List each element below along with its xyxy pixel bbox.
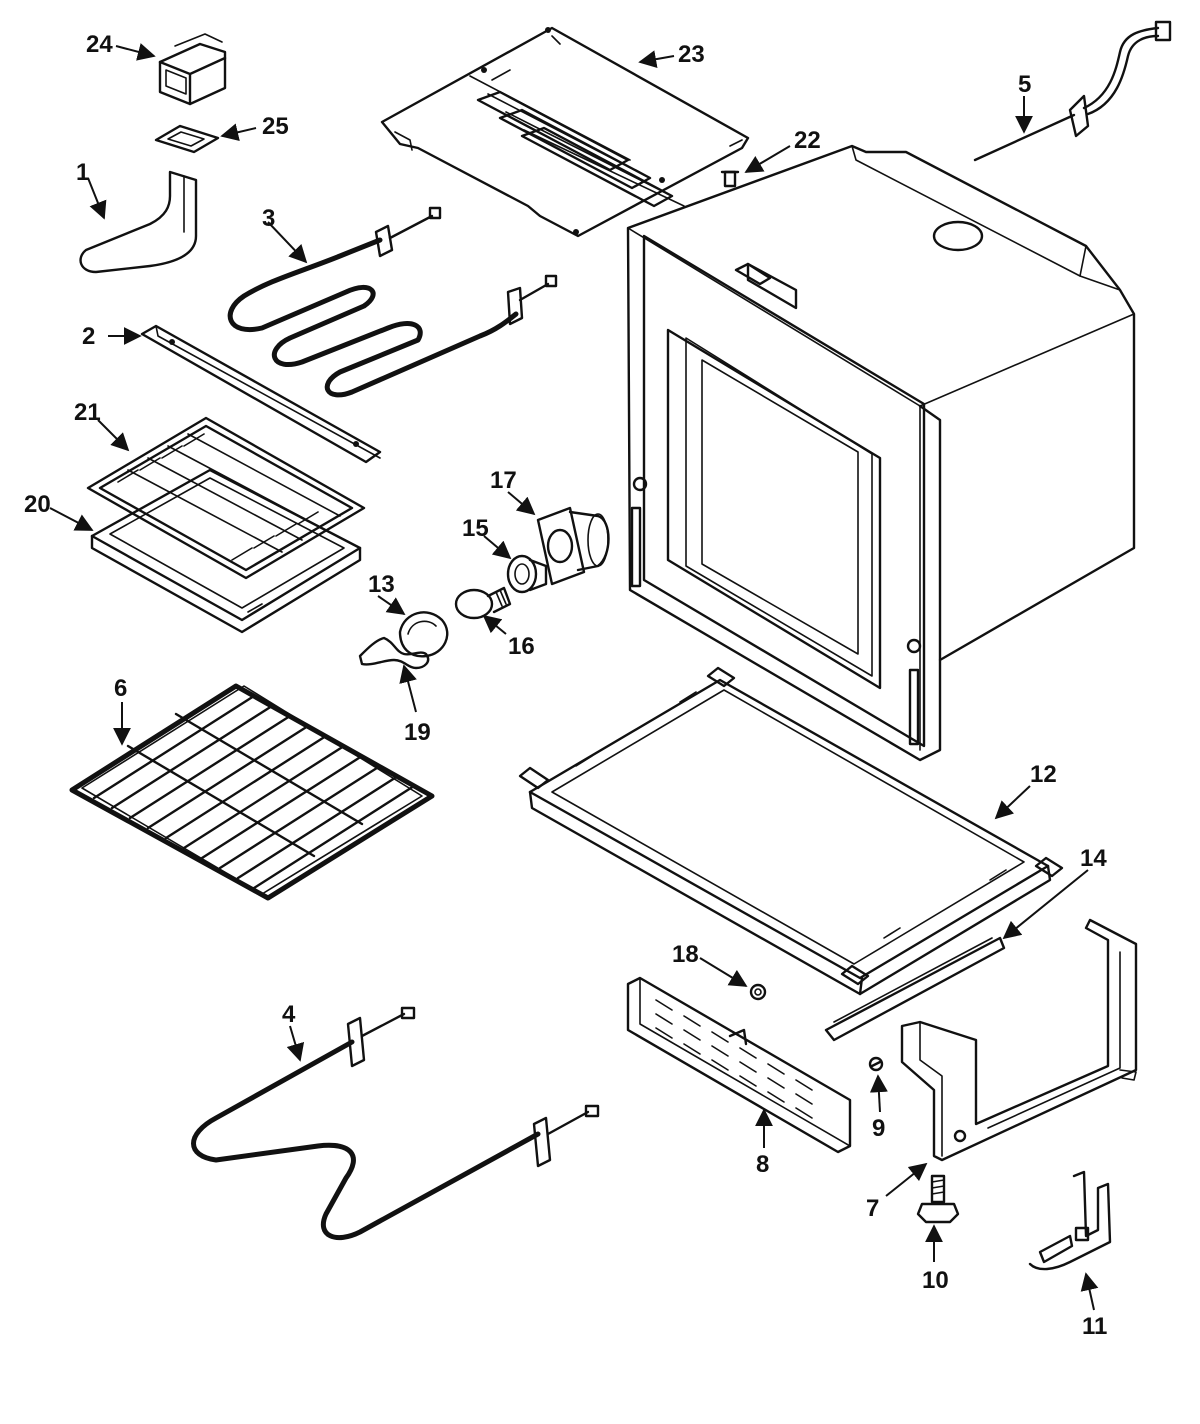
callout-18: 18 bbox=[672, 941, 699, 968]
part-22-screw bbox=[720, 170, 740, 188]
callout-17: 17 bbox=[490, 467, 517, 494]
part-5-oven-sensor bbox=[973, 20, 1172, 162]
callout-23: 23 bbox=[678, 41, 705, 68]
part-23-top-shield bbox=[380, 26, 750, 238]
callout-5: 5 bbox=[1018, 71, 1031, 98]
callout-25: 25 bbox=[262, 113, 289, 140]
callout-21: 21 bbox=[74, 399, 101, 426]
oven-cavity bbox=[626, 144, 1136, 762]
part-20-broiler-pan bbox=[90, 468, 362, 634]
callout-22: 22 bbox=[794, 127, 821, 154]
part-16-light-bulb bbox=[454, 586, 512, 620]
part-12-bottom-pan bbox=[518, 666, 1064, 996]
callout-20: 20 bbox=[24, 491, 51, 518]
callout-1: 1 bbox=[76, 159, 89, 186]
part-25-gasket bbox=[154, 124, 220, 154]
part-4-bake-element bbox=[191, 1006, 600, 1241]
part-13-lens bbox=[398, 611, 449, 658]
callout-19: 19 bbox=[404, 719, 431, 746]
part-19-clip bbox=[358, 636, 430, 670]
callout-labels: 24 25 1 3 2 21 20 23 22 5 17 15 16 13 19… bbox=[24, 31, 1107, 1340]
callout-9: 9 bbox=[872, 1115, 885, 1142]
part-7-leg-bracket bbox=[900, 918, 1138, 1162]
callout-16: 16 bbox=[508, 633, 535, 660]
callout-6: 6 bbox=[114, 675, 127, 702]
callout-12: 12 bbox=[1030, 761, 1057, 788]
part-14-rail bbox=[824, 936, 1006, 1042]
part-11-anti-tip-bracket bbox=[1028, 1170, 1112, 1271]
part-8-vent-panel bbox=[626, 976, 852, 1154]
part-15-socket bbox=[506, 554, 548, 594]
callout-10: 10 bbox=[922, 1267, 949, 1294]
part-10-leveling-leg bbox=[916, 1174, 960, 1224]
part-6-oven-rack bbox=[69, 683, 435, 901]
part-1-curved-bracket bbox=[79, 170, 198, 274]
callout-13: 13 bbox=[368, 571, 395, 598]
part-3-broil-element bbox=[227, 206, 558, 398]
part-18-nut bbox=[749, 983, 767, 1001]
part-9-screw bbox=[868, 1056, 884, 1072]
callout-14: 14 bbox=[1080, 845, 1107, 872]
callout-7: 7 bbox=[866, 1195, 879, 1222]
part-17-light-housing bbox=[536, 506, 610, 586]
callout-15: 15 bbox=[462, 515, 489, 542]
callout-11: 11 bbox=[1082, 1313, 1107, 1340]
callout-4: 4 bbox=[282, 1001, 296, 1028]
callout-2: 2 bbox=[82, 323, 95, 350]
leader-lines bbox=[49, 43, 1099, 1311]
callout-8: 8 bbox=[756, 1151, 769, 1178]
part-24-box-bracket bbox=[158, 33, 227, 106]
part-21-broiler-grid bbox=[86, 416, 366, 580]
callout-3: 3 bbox=[262, 205, 275, 232]
callout-24: 24 bbox=[86, 31, 113, 58]
part-2-strip bbox=[140, 324, 382, 464]
